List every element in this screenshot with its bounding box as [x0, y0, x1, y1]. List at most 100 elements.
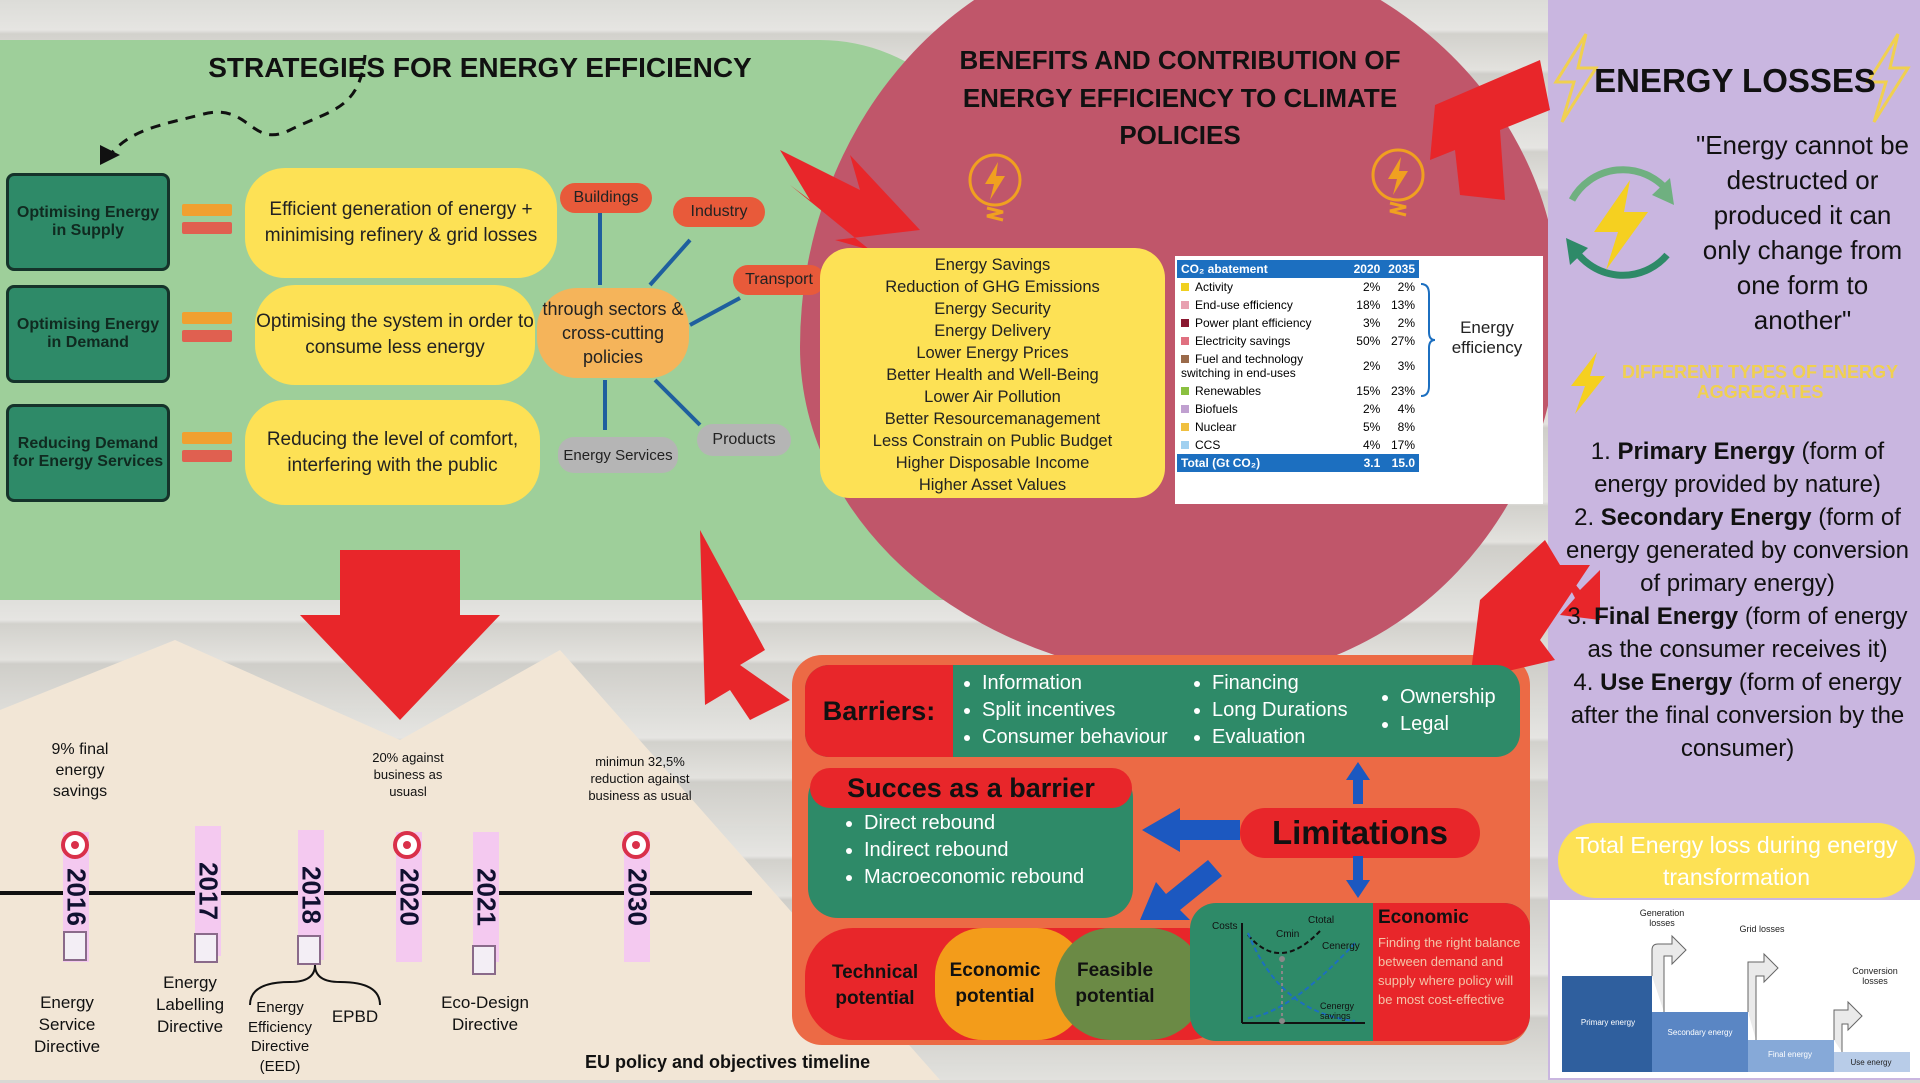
- co2-row: Fuel and technology switching in end-use…: [1177, 350, 1419, 382]
- aggregate-name: Use Energy: [1600, 669, 1733, 696]
- tag-industry: Industry: [673, 197, 765, 227]
- graph-cenergy-label: Cenergy: [1322, 941, 1360, 952]
- benefit-item: Better Health and Well-Being: [886, 366, 1099, 384]
- co2-row-2020: 4%: [1362, 438, 1381, 452]
- co2-row-2020: 2%: [1362, 280, 1381, 294]
- co2-row-2020: 3%: [1362, 316, 1381, 330]
- tag-energy-services: Energy Services: [558, 437, 678, 473]
- pill-reducing-text: Reducing the level of comfort, interferi…: [266, 428, 519, 476]
- co2-row-2035: 3%: [1397, 359, 1415, 373]
- co2-header-label: CO₂ abatement: [1181, 262, 1268, 276]
- box-demand: Optimising Energy in Demand: [6, 285, 170, 383]
- directive-2021: Eco-Design Directive: [441, 993, 529, 1035]
- benefit-item: Energy Savings: [934, 256, 1051, 274]
- barriers-col1: InformationSplit incentivesConsumer beha…: [960, 670, 1168, 751]
- losses-subtitle: DIFFERENT TYPES OF ENERGY AGGREGATES: [1621, 362, 1899, 402]
- directive-2016: Energy Service Directive: [33, 993, 101, 1057]
- co2-row-label: Renewables: [1195, 384, 1262, 398]
- pill-supply-text: Efficient generation of energy + minimis…: [264, 199, 538, 246]
- co2-row-2035: 17%: [1390, 438, 1415, 452]
- lightning-icon-right: [1865, 33, 1911, 123]
- co2-row-2035: 23%: [1390, 384, 1415, 398]
- co2-row-2020: 50%: [1356, 334, 1381, 348]
- arrow-limit-to-losses: [1555, 560, 1600, 620]
- benefit-item: Reduction of GHG Emissions: [885, 278, 1100, 296]
- aggregate-desc: (form of energy generated by conversion …: [1566, 504, 1909, 597]
- arrow-to-timeline: [300, 550, 500, 720]
- energy-aggregates-list: 1. Primary Energy (form of energy provid…: [1560, 435, 1915, 765]
- timeline-icons: [61, 831, 650, 1006]
- feasible-potential: Feasible potential: [1075, 960, 1155, 1007]
- aggregate-num: 1.: [1590, 438, 1611, 465]
- bulb-icon-right: [1371, 148, 1425, 217]
- economic-text-bg: [1373, 903, 1530, 1041]
- arrow-from-losses: [1430, 60, 1550, 200]
- co2-row-2020: 5%: [1362, 420, 1381, 434]
- box-supply-label: Optimising Energy in Supply: [16, 204, 160, 239]
- co2-row-label: Activity: [1195, 280, 1234, 294]
- aggregate-item: 3. Final Energy (form of energy as the c…: [1560, 600, 1915, 666]
- document-icons: [63, 931, 496, 975]
- co2-total-2020: 3.1: [1363, 456, 1381, 470]
- diagram-primary: Primary energy: [1580, 1018, 1636, 1027]
- benefit-item: Lower Energy Prices: [916, 344, 1069, 362]
- co2-row-2035: 2%: [1397, 316, 1415, 330]
- graph-ctotal-label: Ctotal: [1308, 915, 1335, 926]
- bullet-item: Long Durations: [1212, 697, 1348, 724]
- losses-quote: "Energy cannot be destructed or produced…: [1695, 130, 1910, 335]
- aggregate-name: Secondary Energy: [1600, 504, 1812, 531]
- co2-row: Activity 2% 2%: [1177, 278, 1419, 296]
- cost-graph: [1241, 923, 1365, 1024]
- diagram-grid-losses: Grid losses: [1739, 924, 1785, 934]
- diagram-final: Final energy: [1767, 1050, 1813, 1059]
- benefit-item: Energy Delivery: [934, 322, 1051, 340]
- co2-row-2035: 2%: [1397, 280, 1415, 294]
- bullet-item: Indirect rebound: [864, 837, 1114, 864]
- bullet-item: Legal: [1400, 711, 1496, 738]
- co2-swatch: [1181, 283, 1189, 291]
- benefit-item: Less Constrain on Public Budget: [872, 432, 1113, 450]
- pill-demand: Optimising the system in order to consum…: [255, 285, 535, 385]
- aggregate-num: 3.: [1567, 603, 1588, 630]
- arrow-to-benefits: [700, 530, 790, 720]
- pill-supply: Efficient generation of energy + minimis…: [245, 168, 557, 278]
- aggregate-item: 4. Use Energy (form of energy after the …: [1560, 666, 1915, 765]
- diagram-conversion-losses: Conversion losses: [1852, 966, 1898, 986]
- bullet-item: Information: [982, 670, 1168, 697]
- year-2021: 2021: [472, 832, 502, 962]
- economic-potential: Economic potential: [949, 960, 1041, 1007]
- pill-demand-text: Optimising the system in order to consum…: [256, 311, 534, 358]
- box-demand-label: Optimising Energy in Demand: [16, 316, 160, 351]
- bullet-item: Consumer behaviour: [982, 724, 1168, 751]
- co2-swatch: [1181, 423, 1189, 431]
- box-reducing-label: Reducing Demand for Energy Services: [12, 435, 164, 470]
- aggregate-num: 4.: [1573, 669, 1594, 696]
- limitations-label: Limitations: [1240, 808, 1480, 858]
- aggregate-desc: (form of energy as the consumer receives…: [1587, 603, 1908, 663]
- diagram-use: Use energy: [1850, 1058, 1892, 1067]
- timeline-line: [0, 891, 752, 895]
- losses-diagram: Primary energy Secondary energy Final en…: [1550, 900, 1920, 1078]
- co2-header-2035: 2035: [1388, 262, 1415, 276]
- feasible-potential-bg: [1055, 928, 1205, 1040]
- lightning-icon-small: [1571, 352, 1605, 414]
- success-items: Direct reboundIndirect reboundMacroecono…: [842, 810, 1114, 891]
- economic-card: Costs Cmin Ctotal Cenergy Cenergy saving…: [1190, 903, 1530, 1041]
- bracket-label: Energy efficiency: [1451, 318, 1523, 357]
- energy-cycle-icon: [1566, 166, 1674, 279]
- pill-reducing: Reducing the level of comfort, interferi…: [245, 400, 540, 505]
- graph-csavings-label: Cenergy savings: [1320, 1001, 1355, 1021]
- box-reducing: Reducing Demand for Energy Services: [6, 404, 170, 502]
- box-supply: Optimising Energy in Supply: [6, 173, 170, 271]
- economic-text: Finding the right balance between demand…: [1378, 935, 1521, 1007]
- bullet-item: Evaluation: [1212, 724, 1348, 751]
- bullet-item: Macroeconomic rebound: [864, 864, 1114, 891]
- co2-row-label: Fuel and technology switching in end-use…: [1181, 352, 1304, 380]
